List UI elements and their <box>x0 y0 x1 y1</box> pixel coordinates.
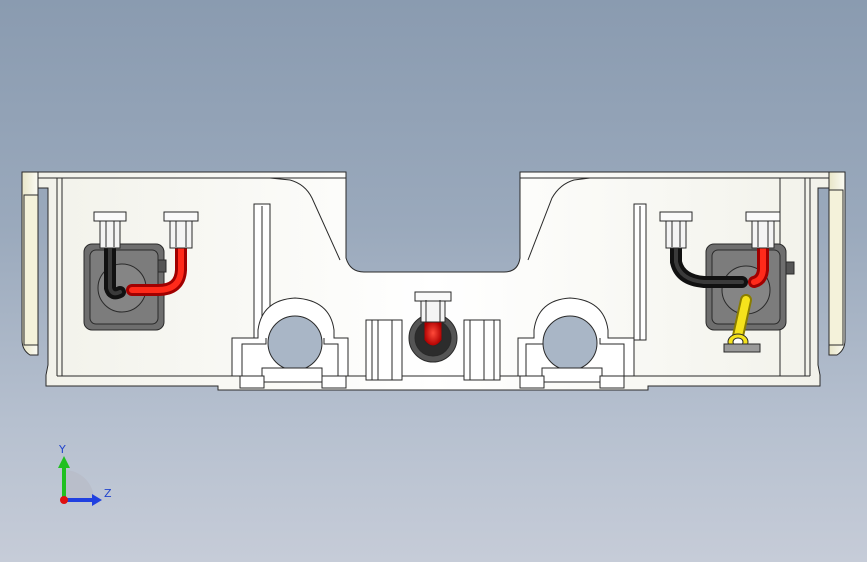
y-axis-head <box>58 456 70 468</box>
left-mount-boss <box>231 297 349 389</box>
left-ramp <box>269 177 341 261</box>
center-ribs-right <box>463 319 501 381</box>
center-ribs-left <box>365 319 403 381</box>
right-mount-hole <box>542 315 598 371</box>
y-axis-label: Y <box>58 443 66 456</box>
right-flange-rib <box>828 189 844 346</box>
z-axis-label: Z <box>104 487 112 500</box>
right-mount-boss <box>517 297 635 389</box>
z-axis-head <box>92 494 102 506</box>
right-ramp <box>527 177 591 261</box>
x-axis-dot <box>60 496 68 504</box>
left-terminal-block <box>83 211 199 331</box>
triad-quadrant <box>64 470 94 500</box>
orientation-triad[interactable]: Y Z <box>58 443 112 506</box>
left-flange-rib <box>23 194 39 346</box>
center-grommet <box>408 291 458 363</box>
left-mount-hole <box>267 315 323 371</box>
housing-body <box>37 171 830 391</box>
housing-model[interactable] <box>21 171 846 391</box>
right-terminal-block <box>659 211 795 353</box>
